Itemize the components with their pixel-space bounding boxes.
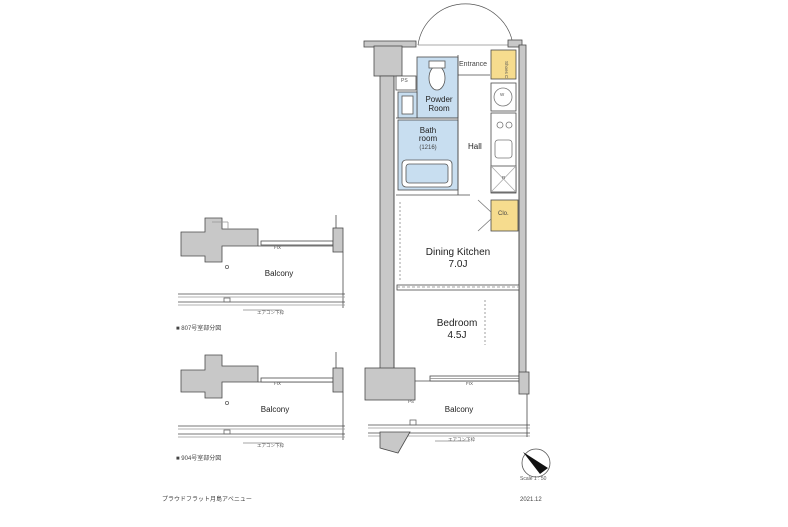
- structural-column-bottom: [364, 367, 416, 401]
- variant2-balcony-label: Balcony: [260, 405, 290, 414]
- dining-kitchen-label-1: Dining Kitchen: [425, 247, 491, 258]
- north-arrow-icon: [521, 448, 551, 478]
- main-fix-label: FIX: [466, 381, 474, 386]
- bedroom-label-1: Bedroom: [436, 318, 478, 329]
- variant1-fix-label: FIX: [274, 245, 282, 250]
- main-balcony-label: Balcony: [444, 405, 474, 414]
- variant2-caption: ■ 904号室部分図: [176, 456, 222, 462]
- shoes-closet: [490, 49, 517, 80]
- variant-plan-807: [178, 215, 345, 311]
- entrance-door-arc: [417, 3, 514, 46]
- main-unit: [363, 3, 530, 454]
- ps-box: [395, 75, 417, 91]
- bedroom-label-2: 4.5J: [447, 330, 467, 341]
- storage-closet: [490, 199, 519, 232]
- variant1-rail-note: エアコン下枠: [257, 310, 284, 315]
- variant1-balcony-label: Balcony: [264, 269, 294, 278]
- variant2-fix-label: FIX: [274, 381, 282, 386]
- variant-plan-904: [178, 352, 345, 444]
- balcony-step: [379, 431, 411, 454]
- sliding-partition: [396, 284, 520, 291]
- toilet: [428, 65, 446, 91]
- bathroom-size-label: (1216): [419, 145, 437, 151]
- structural-column-top: [373, 45, 403, 77]
- variant1-caption: ■ 807号室部分図: [176, 326, 222, 332]
- washer-label: W: [500, 92, 505, 97]
- drawing-date: 2021.12: [520, 497, 542, 503]
- refrigerator-label: R: [502, 175, 506, 180]
- dining-kitchen-label-2: 7.0J: [448, 259, 468, 270]
- bathroom-label-2: room: [418, 134, 438, 143]
- variant2-rail-note: エアコン下枠: [257, 443, 284, 448]
- powder-room-label-1: Powder: [425, 95, 453, 104]
- bathroom-label-1: Bath: [419, 126, 437, 135]
- hall-label: Hall: [468, 142, 482, 151]
- property-name: プラウドフラット月島アベニュー: [162, 497, 252, 503]
- ps-label: PS: [401, 78, 408, 84]
- right-wall: [518, 44, 527, 384]
- powder-room-label-2: Room: [428, 104, 450, 113]
- entrance-label: Entrance: [459, 61, 488, 68]
- scale-label: Scale 1 : 50: [520, 476, 547, 482]
- left-wall: [379, 75, 395, 373]
- main-ps-bottom-label: PS: [408, 399, 415, 404]
- top-wall-right: [507, 39, 523, 48]
- closet-label: Clo.: [498, 211, 509, 217]
- shoes-closet-label: Shoes Cl: [504, 61, 509, 80]
- main-rail-note: エアコン下枠: [448, 437, 475, 442]
